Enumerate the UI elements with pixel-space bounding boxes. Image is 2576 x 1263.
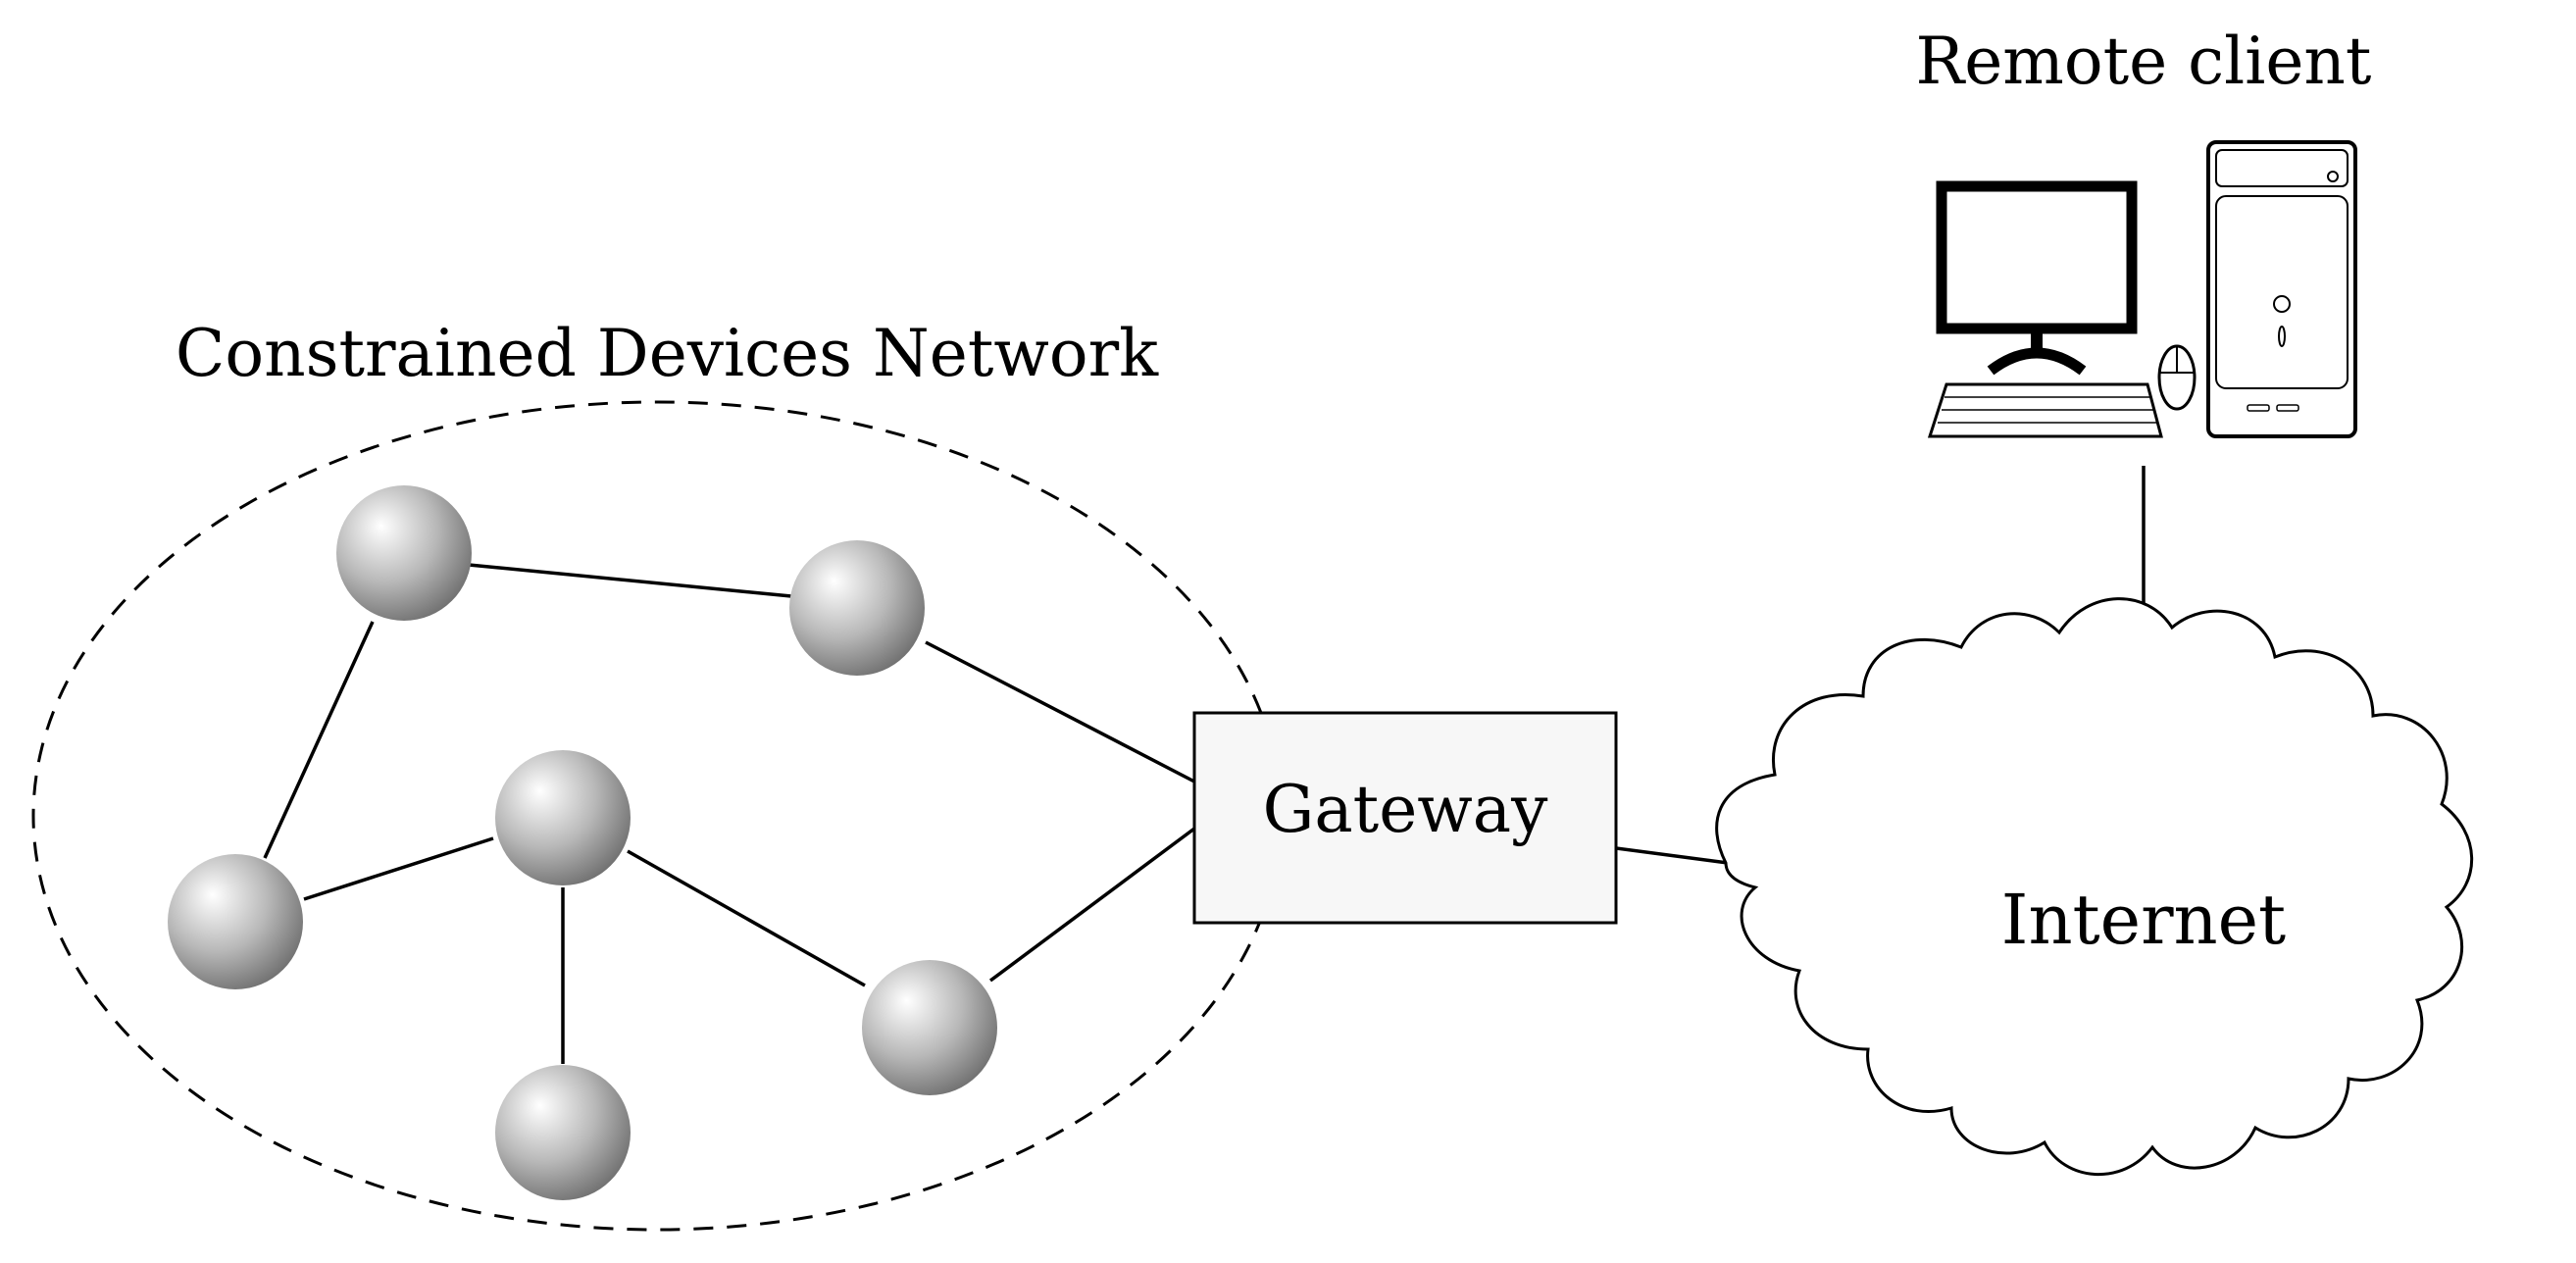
link-n3-n4 <box>303 836 494 901</box>
tower-icon <box>2206 140 2357 438</box>
gateway-label: Gateway <box>1263 772 1548 847</box>
computer-icon <box>1927 140 2357 438</box>
device-node-top-right <box>789 540 925 676</box>
constrained-network-boundary <box>31 400 1283 1232</box>
mouse-icon <box>2157 344 2197 411</box>
device-node-top-left <box>336 485 472 621</box>
remote-client-label: Remote client <box>1916 24 2372 99</box>
link-n5-gateway <box>988 827 1196 983</box>
device-node-left <box>168 854 303 989</box>
monitor-icon <box>1936 180 2138 334</box>
link-n3-n5 <box>627 849 866 987</box>
device-node-center <box>495 750 631 885</box>
device-node-right <box>862 960 997 1095</box>
link-n2-gateway <box>925 640 1195 783</box>
device-node-bottom <box>495 1065 631 1200</box>
link-n1-n2 <box>468 563 792 598</box>
link-gateway-internet <box>1615 846 1729 865</box>
internet-label: Internet <box>2001 880 2286 960</box>
gateway-box <box>1192 711 1618 925</box>
network-links <box>263 466 2146 1064</box>
link-n1-n4 <box>263 621 375 859</box>
network-title: Constrained Devices Network <box>176 316 1159 391</box>
device-nodes <box>168 485 997 1200</box>
internet-cloud <box>1715 597 2474 1177</box>
